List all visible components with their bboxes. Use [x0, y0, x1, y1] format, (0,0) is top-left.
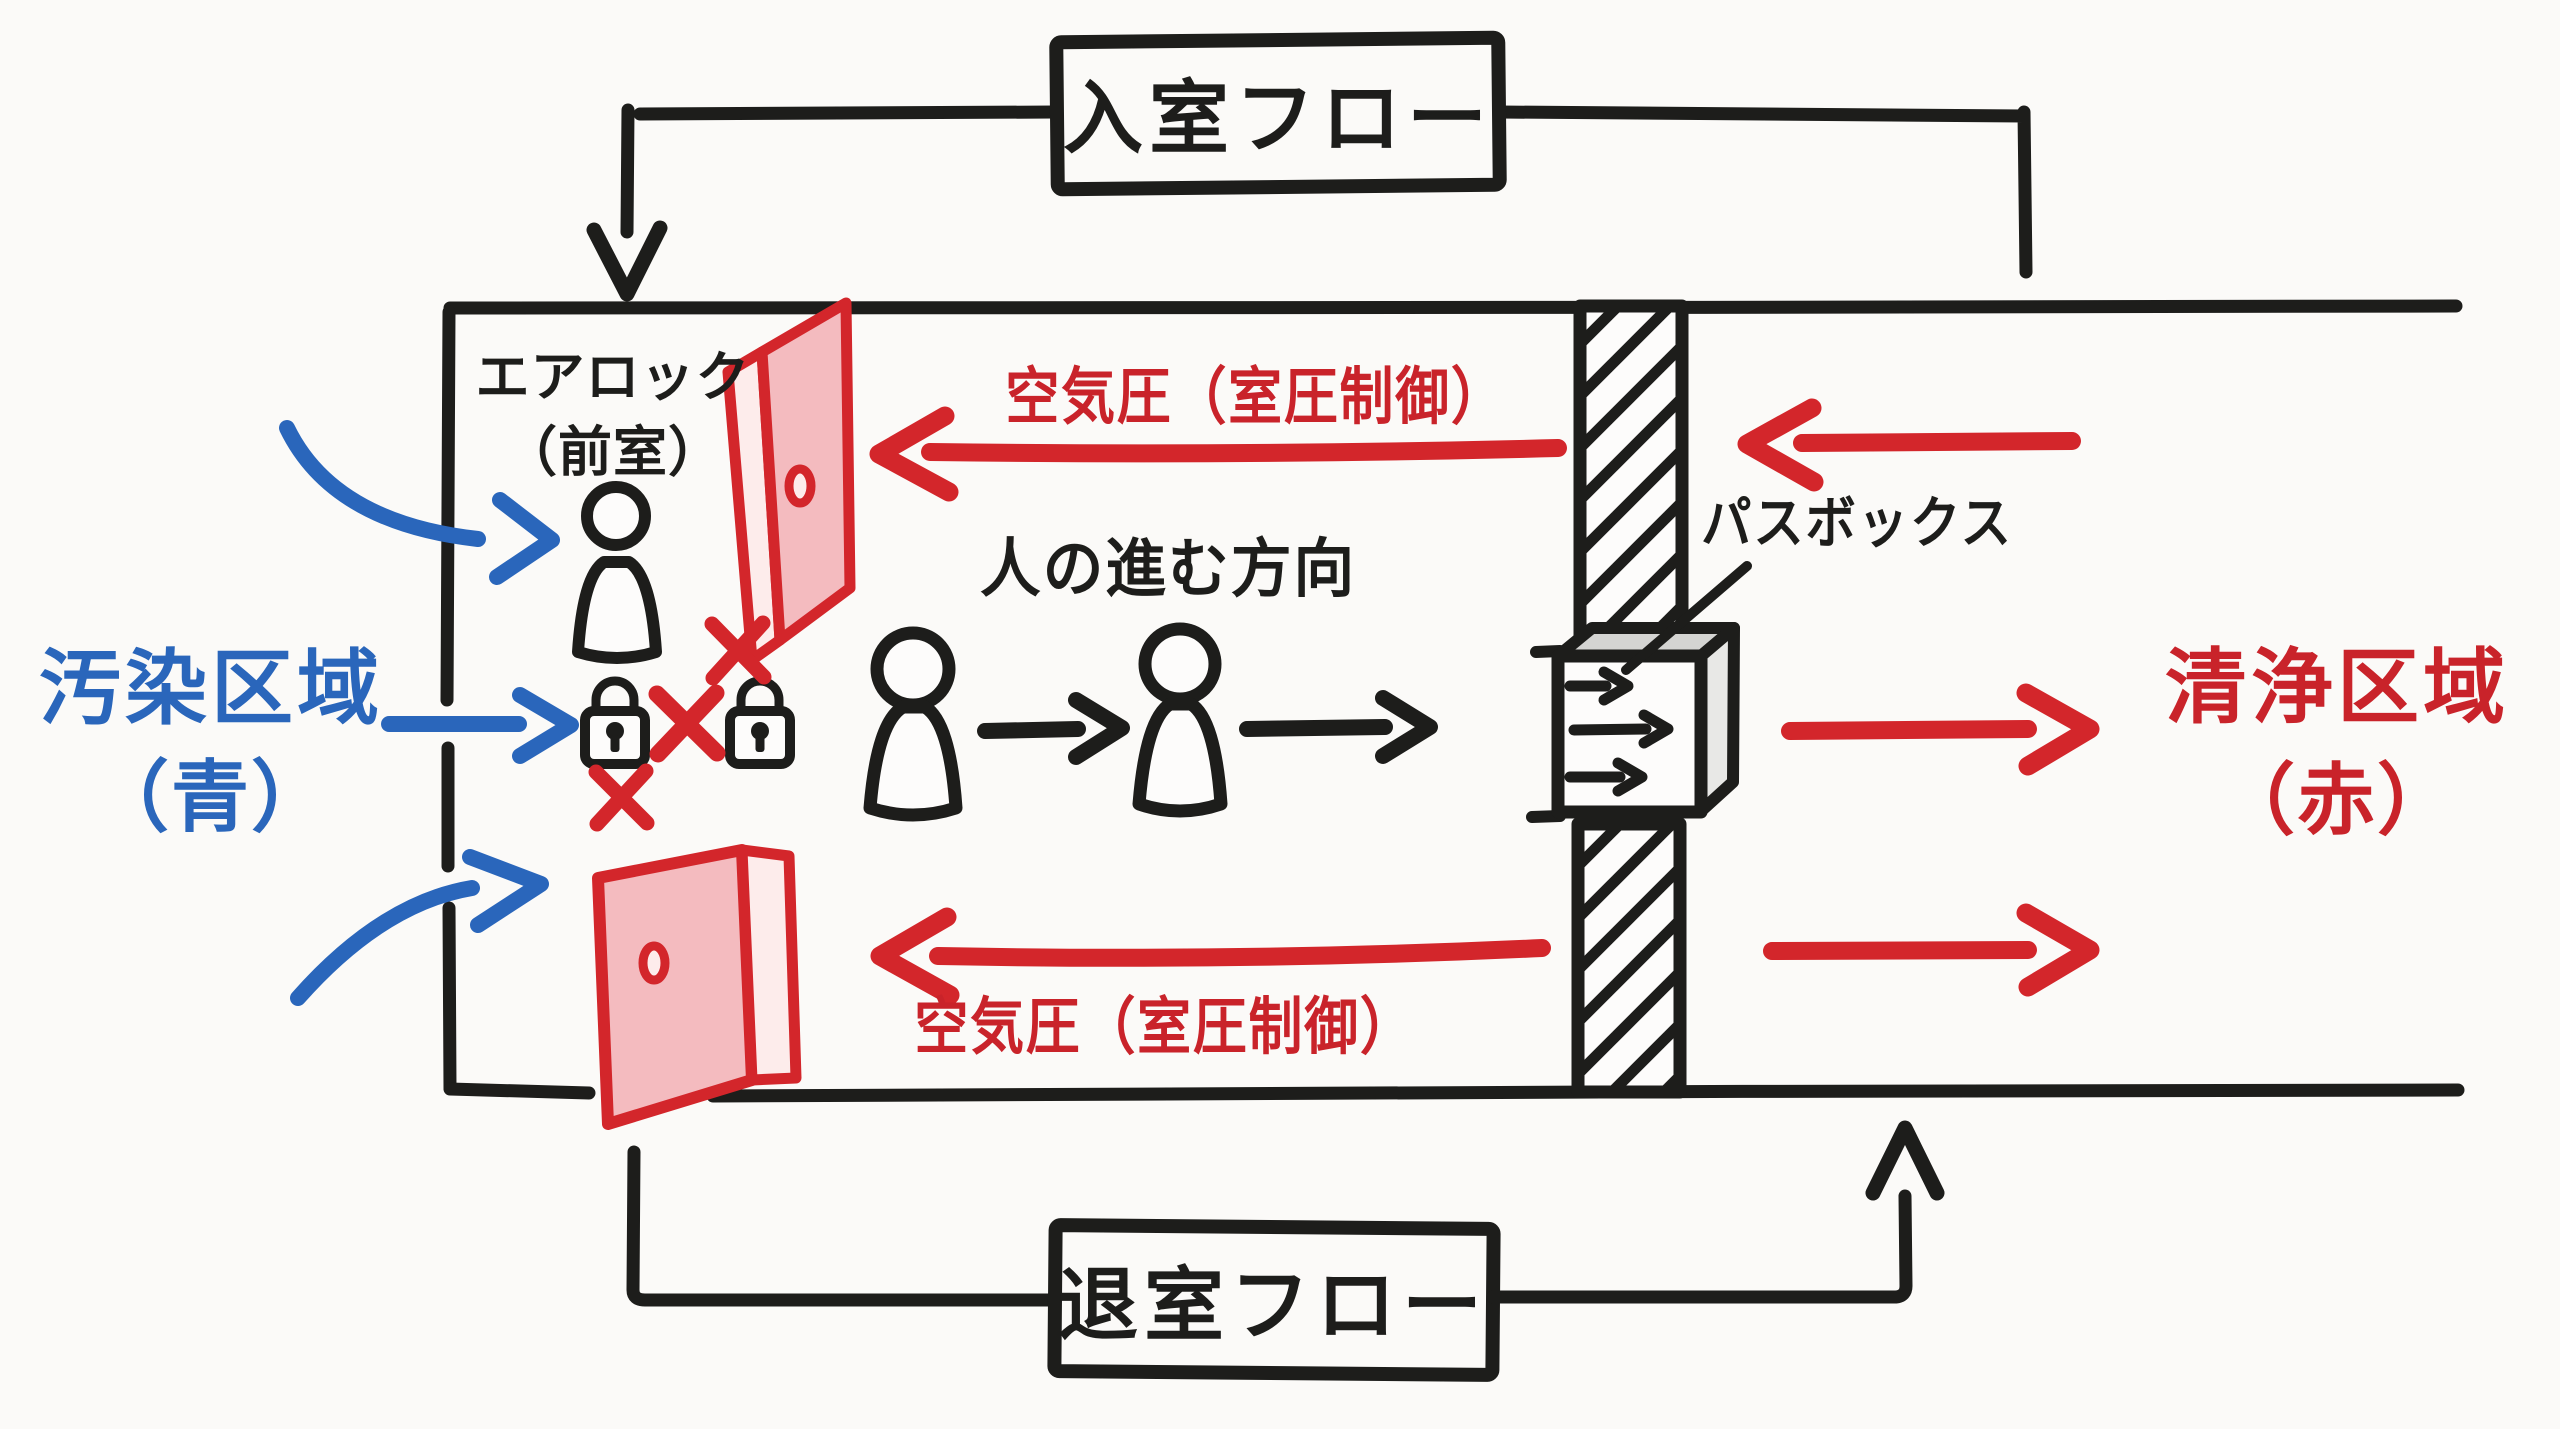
pass-box-icon	[1526, 561, 1752, 823]
walk-arrow-2	[1239, 719, 1393, 737]
contaminated-entry-arrows	[279, 420, 579, 1006]
door-top-knob	[784, 464, 816, 508]
air-arrow-mid-right	[1781, 720, 2037, 740]
entry-flow-label: 入室フロー	[1063, 72, 1493, 165]
bottom-wall-left	[443, 1082, 596, 1100]
x-mark-bottom-door	[588, 763, 655, 832]
hatched-wall-lower	[1571, 817, 1687, 1099]
air-arrow-top-mid	[921, 439, 1567, 463]
hatched-wall	[1571, 299, 1689, 1099]
x-mark-top-door	[704, 615, 772, 686]
walk-arrow-1	[977, 721, 1086, 739]
person-icon-2	[1132, 622, 1228, 818]
air-arrow-top-right-head	[1737, 398, 1824, 492]
clean-zone-label-line2: （赤）	[2216, 756, 2458, 846]
blue-arrow-bottom-head	[462, 849, 549, 933]
air-arrow-low-right	[1763, 941, 2037, 960]
air-pressure-bottom-label: 空気圧（室圧制御）	[914, 990, 1416, 1063]
air-arrow-top-right	[1793, 432, 2081, 452]
door-top-icon	[722, 297, 856, 666]
air-arrow-low-right-head	[2016, 903, 2100, 997]
room-walls	[440, 299, 2465, 1103]
entry-flow-box	[1049, 30, 1507, 197]
x-marks	[588, 615, 772, 832]
entry-flow-connector	[586, 30, 2033, 302]
door-bottom-panel	[592, 844, 758, 1130]
exit-line-right	[1486, 1189, 1913, 1304]
contaminated-zone-label-line2: （青）	[90, 753, 332, 843]
entry-line-right	[1493, 105, 2033, 279]
x-mark-center	[648, 684, 726, 763]
entry-arrowhead-down	[586, 220, 668, 302]
left-wall-lower	[442, 901, 457, 1095]
pass-box-label-pointer	[1621, 561, 1752, 675]
walk-arrow-2-head	[1375, 690, 1438, 764]
pass-box-label: パスボックス	[1701, 491, 2013, 557]
air-arrow-mid-right-head	[2016, 683, 2100, 776]
person-direction-label: 人の進む方向	[979, 533, 1357, 607]
door-bottom-edge	[736, 844, 802, 1086]
blue-arrow-bottom	[290, 880, 480, 1006]
person-icon-1	[863, 626, 963, 822]
padlock-icon-left	[580, 676, 650, 769]
door-bottom-icon	[592, 844, 802, 1130]
air-arrow-bottom-mid-head	[870, 907, 960, 1005]
clean-zone-label-line1: 清浄区域	[2164, 640, 2510, 736]
airlock-label-line1: エアロック	[475, 345, 751, 409]
blue-arrow-middle-head	[512, 687, 579, 764]
exit-line-left	[626, 1145, 1060, 1307]
entry-line-left	[620, 103, 1062, 239]
bottom-wall-main	[706, 1083, 2465, 1103]
padlock-icon-right	[725, 676, 795, 769]
blue-arrow-top	[279, 420, 486, 547]
airlock-label-line2: （前室）	[503, 420, 723, 484]
exit-flow-label: 退室フロー	[1058, 1259, 1488, 1352]
air-pressure-top-label: 空気圧（室圧制御）	[1005, 360, 1507, 433]
exit-flow-connector	[626, 1120, 1945, 1382]
exit-arrowhead-up	[1865, 1120, 1945, 1201]
left-wall-upper	[440, 305, 456, 707]
person-icon-airlock	[572, 481, 662, 664]
hatched-wall-upper	[1573, 299, 1689, 653]
pass-box-through-arrows	[1564, 666, 1674, 797]
door-bottom-knob	[638, 941, 670, 985]
contaminated-zone-label-line1: 汚染区域	[38, 641, 384, 737]
air-arrow-bottom-mid	[929, 939, 1551, 967]
blue-arrow-top-head	[489, 492, 560, 585]
top-wall	[443, 299, 2463, 315]
person-direction-arrows	[977, 690, 1438, 765]
air-arrow-top-mid-head	[869, 406, 959, 502]
walk-arrow-1-head	[1068, 692, 1130, 765]
air-pressure-arrows	[869, 398, 2100, 1005]
